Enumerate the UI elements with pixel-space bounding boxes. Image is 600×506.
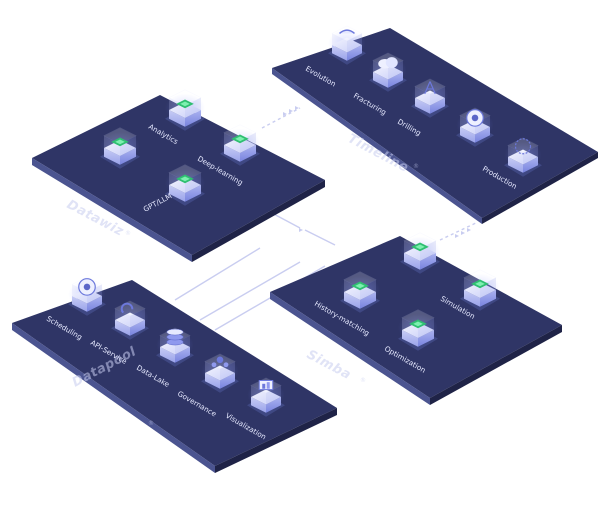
database-icon — [166, 328, 184, 346]
brand-mark: ® — [148, 420, 154, 427]
chip-icon — [471, 279, 489, 289]
connector-line — [261, 107, 301, 129]
module-cube — [111, 300, 149, 340]
module-cube — [165, 89, 205, 131]
chip-icon — [231, 134, 249, 144]
module-cube — [460, 269, 500, 311]
connector-line — [174, 247, 261, 301]
brand-mark: ® — [413, 163, 419, 170]
well-icon — [466, 109, 484, 127]
chip-icon — [176, 174, 194, 184]
aperture-icon — [78, 278, 96, 296]
connector-line — [199, 261, 301, 321]
module-cube — [100, 127, 140, 169]
module-cube — [328, 25, 366, 65]
chip-icon — [176, 99, 194, 109]
brand-mark: ® — [125, 230, 131, 237]
module-cube — [68, 276, 106, 316]
module-cube — [220, 124, 260, 166]
visualization-icon — [258, 380, 274, 391]
platform-edge-right — [215, 408, 337, 473]
connector-line — [304, 229, 336, 246]
chevron-right-icon — [283, 106, 299, 116]
chip-icon — [411, 242, 429, 252]
platform-edge-left — [270, 292, 430, 405]
brand-mark: ® — [360, 377, 366, 384]
brand-simba: Simba — [304, 347, 353, 383]
derrick-icon — [424, 81, 436, 95]
flow-arrows — [283, 106, 471, 238]
module-cube — [400, 232, 440, 274]
module-cubes — [68, 25, 542, 417]
module-cube — [201, 353, 239, 393]
chip-icon — [351, 281, 369, 291]
module-cube — [340, 271, 380, 313]
governance-icon — [211, 356, 229, 368]
platform-edge-left — [272, 68, 482, 224]
platform-timeline — [272, 28, 598, 224]
module-cube — [369, 52, 407, 92]
platform-edge-left — [32, 158, 192, 262]
chip-icon — [111, 137, 129, 147]
production-icon — [514, 138, 532, 155]
module-cube — [247, 377, 285, 417]
platform-edge-right — [430, 325, 562, 405]
module-cube — [156, 327, 194, 367]
api-icon — [120, 302, 134, 314]
chip-icon — [409, 319, 427, 329]
platform-edge-right — [482, 152, 598, 224]
connector-line — [439, 221, 479, 241]
platform-edge-right — [192, 180, 325, 262]
module-cube — [411, 78, 449, 118]
platform-edge-left — [12, 323, 215, 473]
platform-datapool — [12, 280, 337, 473]
platform-top — [12, 280, 337, 466]
chevron-right-icon — [299, 228, 303, 232]
evolution-icon — [339, 29, 355, 34]
chevron-right-icon — [455, 228, 471, 238]
module-cube — [398, 309, 438, 351]
cloud-icon — [378, 57, 398, 69]
module-cube — [504, 137, 542, 177]
module-cube — [165, 164, 205, 206]
module-cube — [456, 107, 494, 147]
